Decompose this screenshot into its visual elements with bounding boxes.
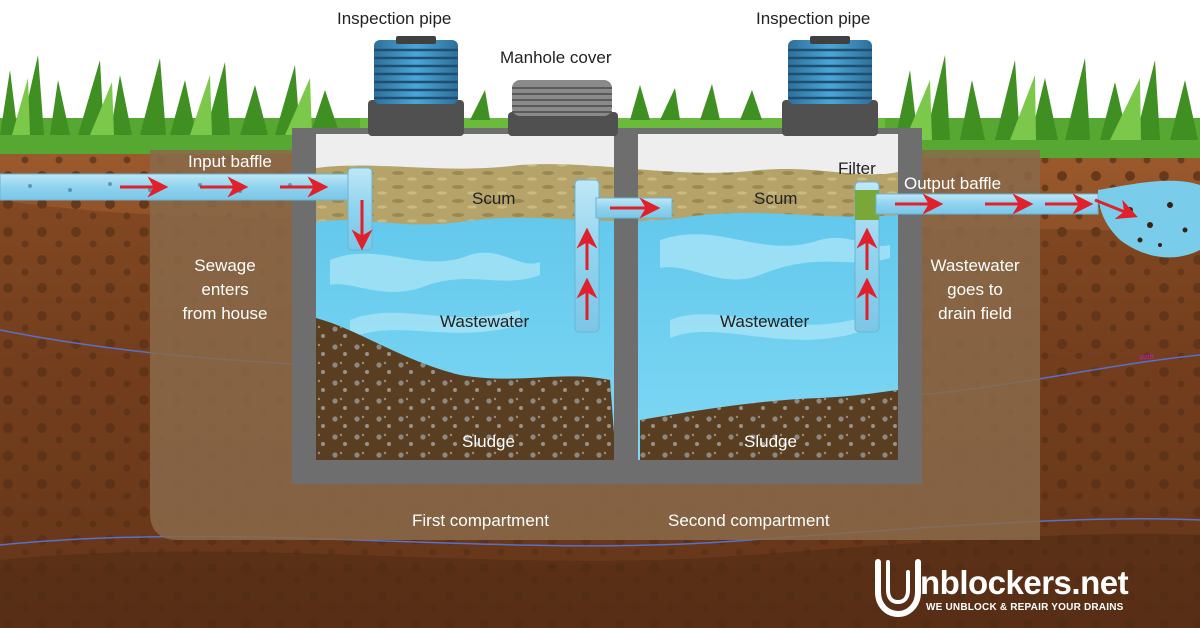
deep-soil <box>0 533 1200 628</box>
manhole-cover-label: Manhole cover <box>500 48 612 67</box>
output-baffle-label: Output baffle <box>904 174 1002 193</box>
flow-arrows <box>120 176 1138 320</box>
sludge-right-label: Sludge <box>744 432 797 451</box>
sewage-label-line-3: from house <box>182 304 268 323</box>
drain-label-line-1: Wastewater <box>930 256 1020 275</box>
divider-wall <box>614 128 638 460</box>
grass-blades <box>0 55 1198 140</box>
scum-texture <box>316 164 898 225</box>
sewage-enters-label: Sewage enters from house <box>170 254 280 326</box>
inspection-pipe-right-label: Inspection pipe <box>756 9 871 28</box>
sewage-label-line-1: Sewage <box>194 256 256 275</box>
sewage-label-line-2: enters <box>201 280 249 299</box>
input-baffle-label: Input baffle <box>188 152 272 171</box>
drain-label-line-3: drain field <box>938 304 1012 323</box>
manhole-cover <box>508 80 618 136</box>
scum-right-label: Scum <box>754 189 798 208</box>
brand-tagline: WE UNBLOCK & REPAIR YOUR DRAINS <box>926 602 1124 613</box>
inspection-pipe-right <box>782 36 878 136</box>
brand-logo-icon <box>875 559 921 618</box>
second-compartment-label: Second compartment <box>668 511 830 530</box>
sludge-left-texture <box>316 318 616 460</box>
water-ripples <box>330 234 890 340</box>
brand-name: nblockers.net <box>920 564 1129 601</box>
filter-mesh <box>855 190 879 220</box>
sludge-left-label: Sludge <box>462 432 515 451</box>
drain-label-line-2: goes to <box>947 280 1003 299</box>
drain-field-particles <box>1127 202 1188 247</box>
wastewater-left-label: Wastewater <box>440 312 530 331</box>
path-tag: path <box>1140 354 1154 361</box>
filter-label: Filter <box>838 159 876 178</box>
inspection-pipe-left <box>368 36 464 136</box>
scum-left-label: Scum <box>472 189 516 208</box>
wastewater-right-label: Wastewater <box>720 312 810 331</box>
drain-field-label: Wastewater goes to drain field <box>920 254 1030 326</box>
sludge-right-texture <box>640 390 898 460</box>
inspection-pipe-left-label: Inspection pipe <box>337 9 452 28</box>
first-compartment-label: First compartment <box>412 511 549 530</box>
grass-highlights <box>12 75 1141 140</box>
